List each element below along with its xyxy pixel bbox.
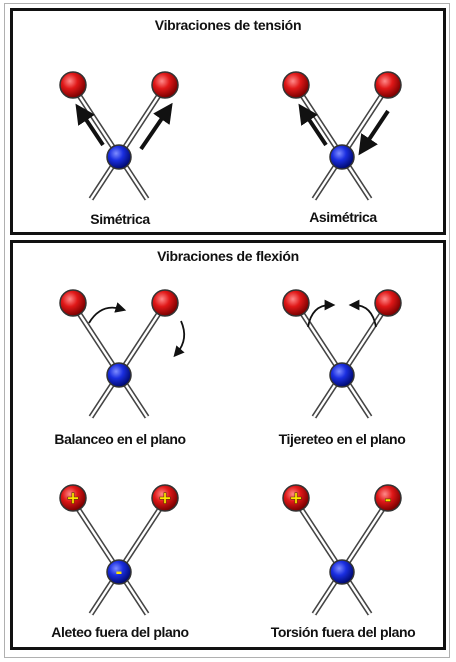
stretching-title: Vibraciones de tensión <box>154 17 302 33</box>
center-atom <box>106 144 132 170</box>
curved-arrow-icon <box>173 320 186 358</box>
rocking-label: Balanceo en el plano <box>54 431 186 447</box>
curved-arrow-icon <box>348 299 377 328</box>
outer-atom-right <box>374 71 402 99</box>
symmetric-label: Simétrica <box>90 211 150 227</box>
bending-panel: Vibraciones de flexión <box>10 240 446 650</box>
outer-atom-left <box>59 289 87 317</box>
arrow-icon <box>358 109 390 156</box>
scissoring-label: Tijereteo en el plano <box>278 431 406 447</box>
outer-atom-left <box>282 484 310 512</box>
outer-atom-right <box>374 289 402 317</box>
center-atom <box>106 362 132 388</box>
arrow-icon <box>298 103 328 147</box>
twisting-label: Torsión fuera del plano <box>270 624 416 640</box>
arrow-icon <box>139 102 173 151</box>
outer-atom-left <box>59 71 87 99</box>
twisting-molecule: + - <box>282 484 402 614</box>
center-atom <box>329 559 355 585</box>
arrow-icon <box>75 103 105 147</box>
plus-sign: + <box>290 487 302 510</box>
curved-arrow-icon <box>88 302 127 324</box>
outer-atom-right <box>374 484 402 512</box>
outer-atom-left <box>282 289 310 317</box>
outer-atom-right <box>151 71 179 99</box>
center-atom <box>106 559 132 585</box>
outer-atom-right <box>151 289 179 317</box>
curved-arrow-icon <box>307 299 336 328</box>
outer-atom-left <box>282 71 310 99</box>
outer-atom-left <box>59 484 87 512</box>
bending-title: Vibraciones de flexión <box>157 248 299 264</box>
plus-sign: + <box>159 487 171 510</box>
asymmetric-label: Asimétrica <box>309 209 377 225</box>
minus-sign: - <box>385 488 392 511</box>
page-frame <box>4 3 450 658</box>
outer-atom-right <box>151 484 179 512</box>
minus-sign: - <box>116 561 123 583</box>
asymmetric-stretch-molecule <box>282 71 402 199</box>
symmetric-stretch-molecule <box>59 71 179 199</box>
rocking-molecule <box>59 289 186 417</box>
wagging-molecule: + + - <box>59 484 179 614</box>
plus-sign: + <box>67 487 79 510</box>
center-atom <box>329 362 355 388</box>
scissoring-molecule <box>282 289 402 417</box>
wagging-label: Aleteo fuera del plano <box>51 624 189 640</box>
center-atom <box>329 144 355 170</box>
